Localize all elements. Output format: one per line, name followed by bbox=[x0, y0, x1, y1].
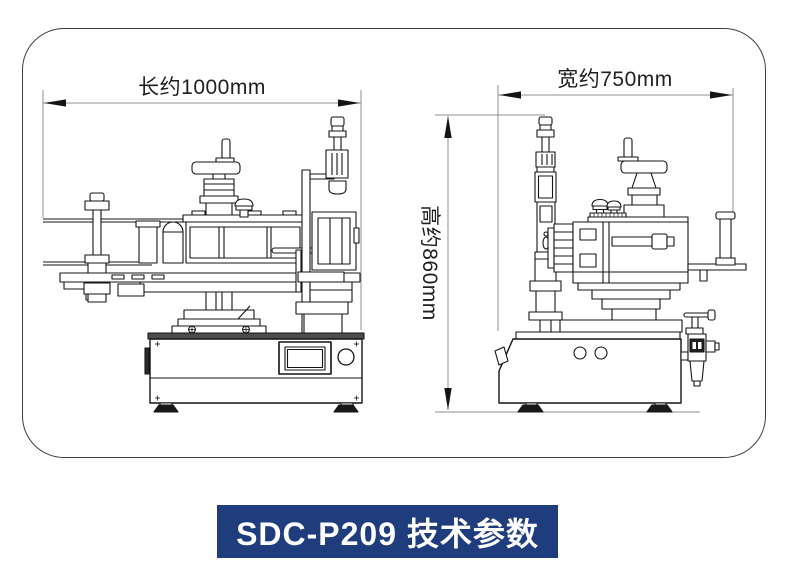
center-pedestal bbox=[171, 291, 267, 334]
side-view-drawing bbox=[494, 116, 747, 413]
labeling-head-block bbox=[295, 211, 360, 334]
title-banner: SDC-P209 技术参数 bbox=[217, 505, 558, 558]
air-regulator bbox=[680, 309, 720, 387]
adjust-knobs-side bbox=[589, 198, 627, 219]
mechanism-body bbox=[547, 216, 689, 333]
cross-screws bbox=[155, 341, 359, 401]
press-head bbox=[325, 116, 349, 195]
rewind-roller bbox=[687, 211, 747, 282]
label-roll-spindle bbox=[83, 192, 111, 303]
touchscreen bbox=[278, 341, 332, 375]
front-view-drawing bbox=[43, 116, 365, 413]
foot-left-side bbox=[517, 404, 544, 413]
foot-right bbox=[333, 404, 359, 413]
foot-left bbox=[153, 404, 179, 413]
height-dimension-label: 高约860mm bbox=[418, 205, 441, 321]
foot-right-side bbox=[646, 404, 673, 413]
width-dimension-label: 宽约750mm bbox=[557, 68, 673, 91]
banner-title: SDC-P209 技术参数 bbox=[236, 515, 539, 552]
power-knob bbox=[337, 348, 355, 366]
length-dimension-label: 长约1000mm bbox=[138, 76, 266, 99]
dimension-arrowheads bbox=[44, 91, 732, 410]
handwheel-side bbox=[617, 137, 668, 224]
machine-base bbox=[144, 332, 365, 413]
handwheel bbox=[191, 138, 241, 216]
machine-base-side bbox=[494, 331, 682, 413]
adjust-knob bbox=[234, 198, 254, 218]
applicator-tower bbox=[528, 116, 563, 333]
